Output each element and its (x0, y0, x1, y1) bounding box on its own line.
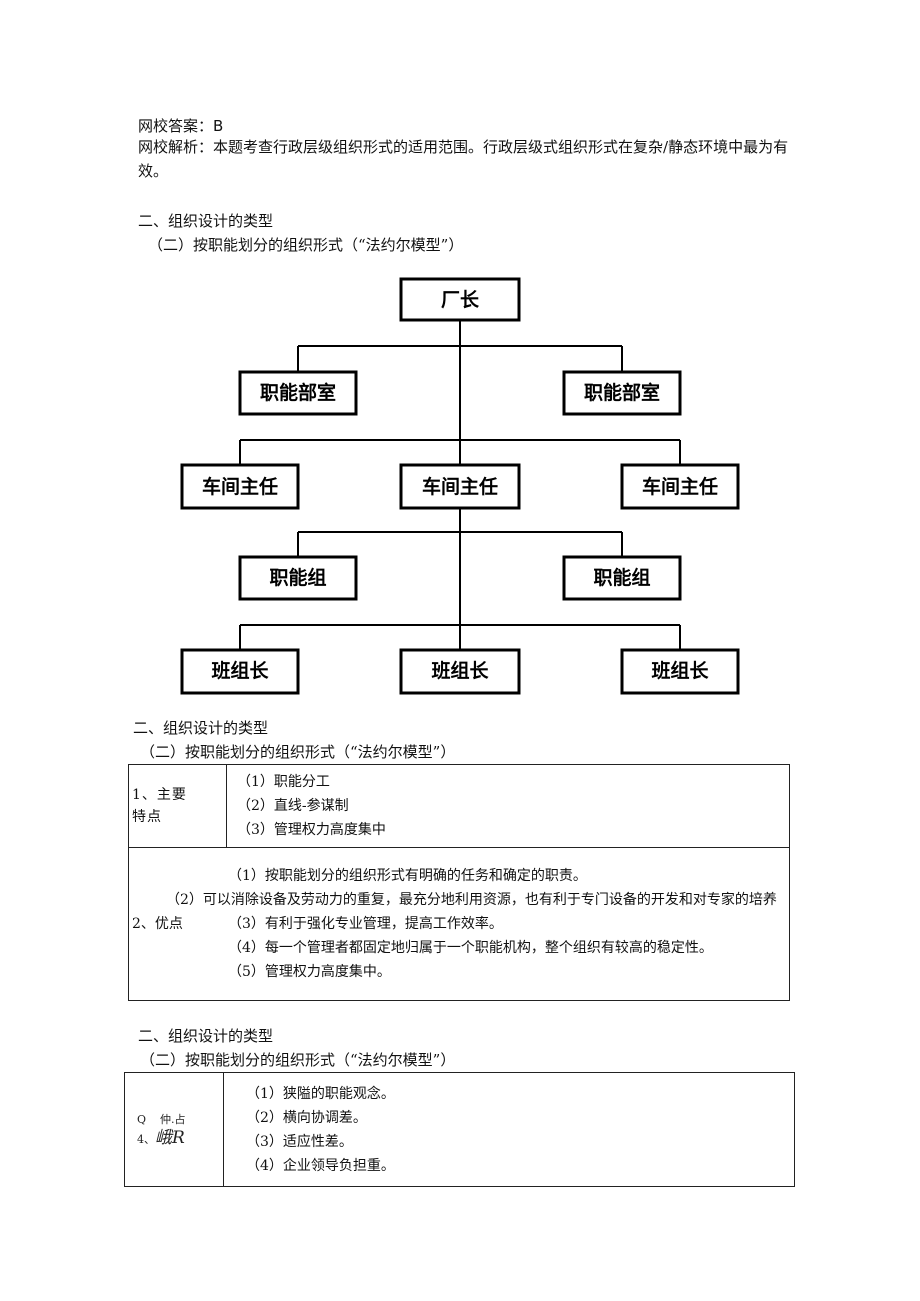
list-item: （5）管理权力高度集中。 (228, 964, 391, 980)
node-team-leader-left: 班组长 (180, 648, 300, 695)
list-item: （1）狭隘的职能观念。 (246, 1085, 395, 1102)
table-row: Q 仲.占 4、峨R （1）狭隘的职能观念。 （2）横向协调差。 （3）适应性差… (124, 1072, 795, 1187)
row-label-line1: Q 仲.占 (137, 1112, 186, 1126)
row-content-cell: （1）职能分工 （2）直线-参谋制 （3）管理权力高度集中 (226, 764, 790, 848)
list-item: （3）管理权力高度集中 (237, 822, 386, 838)
answer-label: 网校答案： (138, 117, 214, 135)
section-subheading: （二）按职能划分的组织形式（“法约尔模型”） (148, 236, 464, 254)
answer-line: 网校答案：B (138, 116, 223, 136)
list-item: （3）有利于强化专业管理，提高工作效率。 (228, 916, 503, 932)
node-functional-group-right: 职能组 (562, 555, 682, 601)
section-heading: 二、组织设计的类型 (138, 212, 274, 230)
analysis-text: 本题考查行政层级组织形式的适用范围。行政层级式组织形式在复杂/静态环境中最为有效… (138, 138, 789, 180)
section-heading: 二、组织设计的类型 (138, 1027, 274, 1045)
list-item: （4）企业领导负担重。 (246, 1157, 395, 1174)
features-advantages-table: 1、主要特点 （1）职能分工 （2）直线-参谋制 （3）管理权力高度集中 2、优… (128, 764, 790, 1001)
row-label-big: 峨R (155, 1127, 185, 1148)
list-item: （3）适应性差。 (246, 1133, 353, 1150)
row-label-prefix: 4、 (137, 1132, 155, 1146)
node-team-leader-right: 班组长 (620, 648, 740, 695)
analysis-label: 网校解析： (138, 138, 214, 156)
node-root-label: 厂长 (441, 289, 480, 311)
node-label: 职能部室 (584, 381, 660, 404)
node-label: 职能部室 (260, 381, 336, 404)
node-label: 车间主任 (642, 475, 718, 498)
section-subheading: （二）按职能划分的组织形式（“法约尔模型”） (140, 743, 456, 761)
row-content: （1）按职能划分的组织形式有明确的任务和确定的职责。 （2）可以消除设备及劳动力… (166, 860, 789, 988)
node-label: 职能组 (593, 566, 650, 589)
node-functional-dept-right: 职能部室 (562, 370, 682, 416)
row-label-cell: 1、主要特点 (128, 764, 227, 848)
node-workshop-left: 车间主任 (180, 463, 300, 510)
row-label-cell: Q 仲.占 4、峨R (124, 1072, 224, 1187)
org-chart: 厂长 职能部室 职能部室 车间主任 车间主任 车间主任 职能组 职能组 班组长 … (180, 277, 740, 695)
node-team-leader-center: 班组长 (399, 648, 521, 695)
node-label: 车间主任 (422, 475, 498, 498)
row-label-line2: 4、峨R (125, 1129, 223, 1149)
answer-value: B (213, 117, 224, 135)
section-subheading: （二）按职能划分的组织形式（“法约尔模型”） (140, 1051, 456, 1069)
list-item: （1）按职能划分的组织形式有明确的任务和确定的职责。 (228, 868, 587, 884)
row-content-cell: （1）狭隘的职能观念。 （2）横向协调差。 （3）适应性差。 （4）企业领导负担… (223, 1072, 795, 1187)
table-row: 2、优点 （1）按职能划分的组织形式有明确的任务和确定的职责。 （2）可以消除设… (128, 847, 790, 1001)
row-label-cell: 2、优点 （1）按职能划分的组织形式有明确的任务和确定的职责。 （2）可以消除设… (128, 847, 790, 1001)
row-inner: 2、优点 （1）按职能划分的组织形式有明确的任务和确定的职责。 （2）可以消除设… (129, 860, 789, 988)
table-row: 1、主要特点 （1）职能分工 （2）直线-参谋制 （3）管理权力高度集中 (128, 764, 790, 848)
node-functional-group-left: 职能组 (238, 555, 358, 601)
list-item: （2）横向协调差。 (246, 1109, 367, 1126)
list-item: （2）可以消除设备及劳动力的重复，最充分地利用资源，也有利于专门设备的开发和对专… (166, 892, 777, 908)
section-heading: 二、组织设计的类型 (133, 719, 269, 737)
list-item: （1）职能分工 (237, 774, 330, 790)
node-workshop-right: 车间主任 (620, 463, 740, 510)
node-root: 厂长 (399, 277, 521, 322)
disadvantages-table: Q 仲.占 4、峨R （1）狭隘的职能观念。 （2）横向协调差。 （3）适应性差… (124, 1072, 795, 1187)
row-label: 2、优点 (132, 916, 183, 932)
org-chart-connectors (239, 320, 681, 650)
node-label: 班组长 (651, 659, 709, 682)
node-workshop-center: 车间主任 (399, 463, 521, 510)
row-label: 1、主要特点 (132, 787, 187, 825)
node-label: 班组长 (431, 659, 489, 682)
node-label: 车间主任 (202, 475, 278, 498)
list-item: （4）每一个管理者都固定地归属于一个职能机构，整个组织有较高的稳定性。 (228, 940, 713, 956)
list-item: （2）直线-参谋制 (237, 798, 349, 814)
node-functional-dept-left: 职能部室 (238, 370, 358, 416)
node-label: 职能组 (269, 566, 326, 589)
node-label: 班组长 (211, 659, 269, 682)
analysis-paragraph: 网校解析：本题考查行政层级组织形式的适用范围。行政层级式组织形式在复杂/静态环境… (138, 135, 798, 183)
